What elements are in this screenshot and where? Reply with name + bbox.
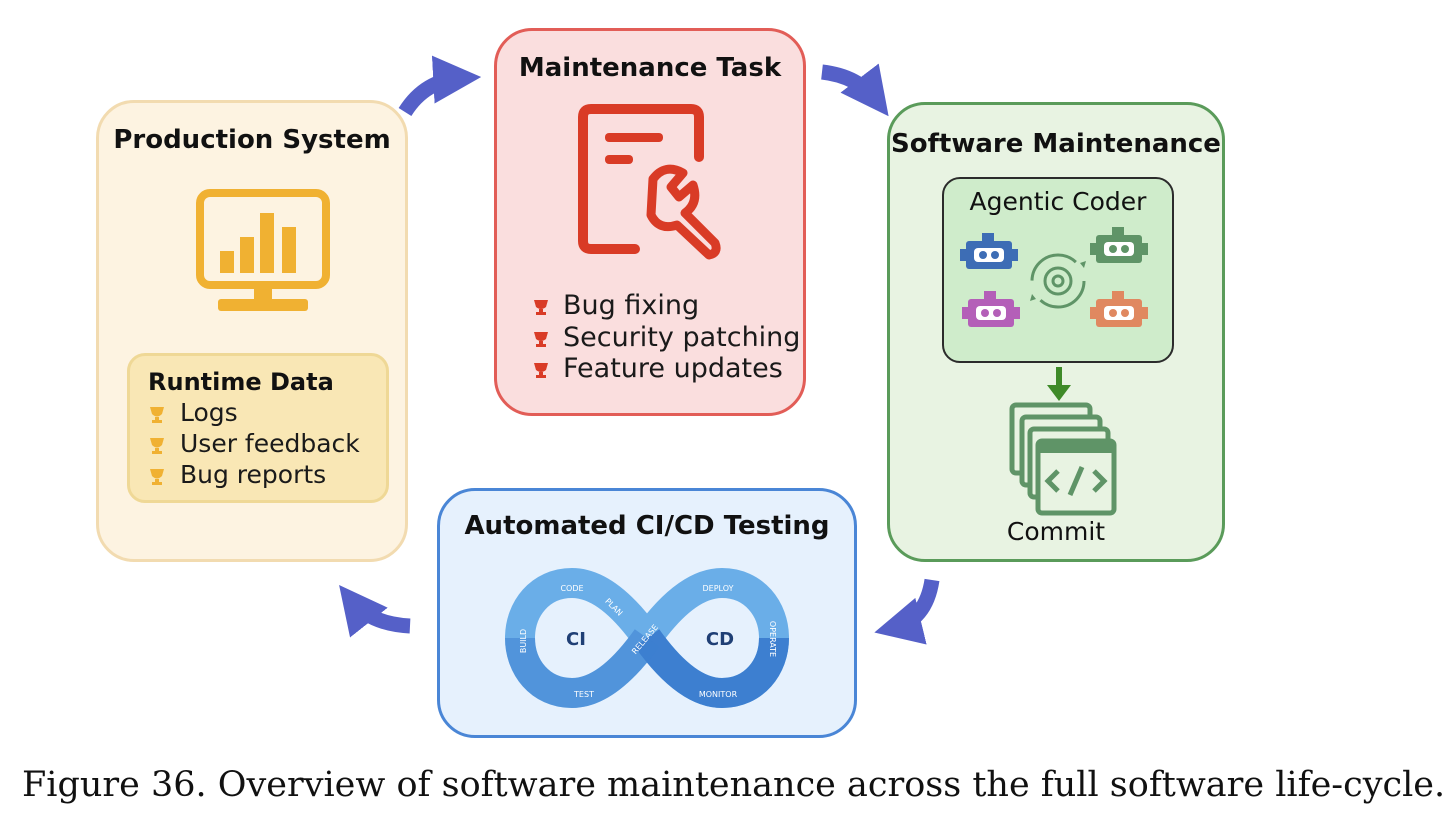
document-wrench-icon bbox=[578, 104, 721, 260]
task-item-bug-fixing: Bug fixing bbox=[533, 290, 803, 325]
production-system-title: Production System bbox=[113, 125, 391, 155]
robot-icon bbox=[1090, 227, 1148, 263]
trophy-bullet-icon bbox=[150, 469, 164, 485]
software-maintenance-box: Software Maintenance Agentic Coder bbox=[887, 102, 1225, 562]
trophy-bullet-icon bbox=[150, 438, 164, 454]
figure-caption: Figure 36. Overview of software maintena… bbox=[22, 765, 1445, 805]
robot-icon bbox=[960, 233, 1018, 269]
arrow-maintenance-to-cicd bbox=[874, 578, 940, 645]
task-item-security-patching: Security patching bbox=[533, 322, 803, 357]
runtime-data-title: Runtime Data bbox=[148, 368, 334, 396]
cicd-stage-deploy: DEPLOY bbox=[703, 584, 734, 593]
agentic-coder-box: Agentic Coder bbox=[942, 177, 1174, 363]
cicd-stage-build: BUILD bbox=[519, 629, 528, 653]
production-system-box: Production System Runtime Data Logs User… bbox=[96, 100, 408, 562]
robot-icon bbox=[962, 291, 1020, 327]
runtime-item-user-feedback: User feedback bbox=[148, 429, 388, 463]
ci-label: CI bbox=[566, 629, 586, 650]
maintenance-task-title: Maintenance Task bbox=[518, 53, 782, 83]
robots-group bbox=[960, 227, 1148, 327]
cicd-stage-test: TEST bbox=[573, 690, 594, 699]
arrow-cicd-to-production bbox=[339, 584, 411, 638]
cicd-testing-box: Automated CI/CD Testing CODE PLAN BUILD … bbox=[437, 488, 857, 738]
arrow-production-to-task bbox=[398, 55, 482, 117]
arrow-task-to-maintenance bbox=[820, 63, 889, 117]
robot-icon bbox=[1090, 291, 1148, 327]
cicd-stage-code: CODE bbox=[560, 584, 583, 593]
infinity-loop-icon: CODE PLAN BUILD TEST RELEASE DEPLOY OPER… bbox=[504, 567, 790, 709]
trophy-bullet-icon bbox=[150, 407, 164, 423]
code-file-stack-icon bbox=[1009, 402, 1117, 516]
bar-chart-monitor-icon bbox=[196, 189, 330, 311]
cd-label: CD bbox=[706, 629, 734, 650]
cicd-stage-monitor: MONITOR bbox=[699, 690, 738, 699]
cycle-arrows bbox=[339, 55, 940, 645]
trophy-bullet-icon bbox=[534, 363, 548, 378]
maintenance-task-box: Maintenance Task Bug fixing Security pat… bbox=[494, 28, 806, 416]
runtime-item-bug-reports: Bug reports bbox=[148, 460, 388, 494]
runtime-data-box: Runtime Data Logs User feedback Bug repo… bbox=[127, 353, 389, 503]
trophy-bullet-icon bbox=[534, 332, 548, 347]
task-item-feature-updates: Feature updates bbox=[533, 353, 803, 388]
cicd-stage-operate: OPERATE bbox=[768, 621, 777, 657]
commit-label: Commit bbox=[1006, 517, 1106, 546]
trophy-bullet-icon bbox=[534, 300, 548, 315]
software-maintenance-title: Software Maintenance bbox=[891, 129, 1221, 159]
gear-cycle-icon bbox=[1030, 253, 1086, 309]
down-arrow-icon bbox=[1047, 367, 1071, 401]
cicd-testing-title: Automated CI/CD Testing bbox=[464, 511, 830, 541]
runtime-item-logs: Logs bbox=[148, 398, 388, 432]
agentic-coder-label: Agentic Coder bbox=[969, 187, 1147, 216]
